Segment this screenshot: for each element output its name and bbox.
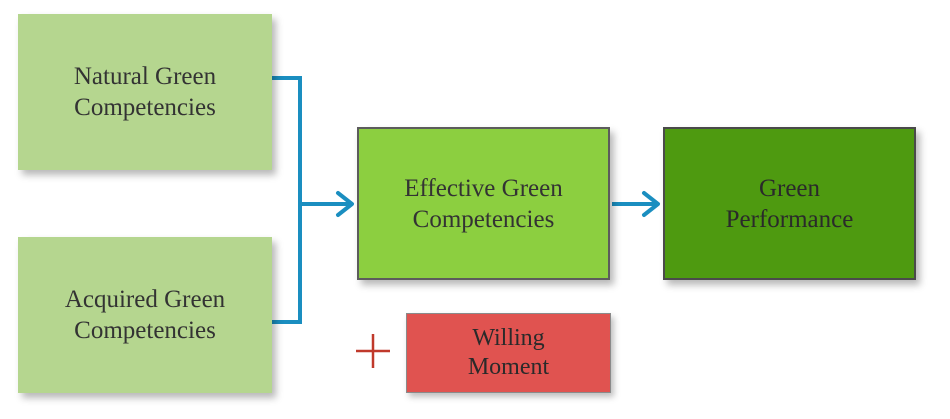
green-performance-box: Green Performance xyxy=(663,127,916,280)
natural-green-competencies-box: Natural Green Competencies xyxy=(18,14,272,170)
willing-moment-box: Willing Moment xyxy=(406,313,611,393)
natural-box-line1: Natural Green xyxy=(73,63,217,90)
effective-green-competencies-box: Effective Green Competencies xyxy=(357,127,610,280)
acquired-box-line1: Acquired Green xyxy=(64,286,226,313)
acquired-box-line2: Competencies xyxy=(74,317,216,344)
bracket-connector xyxy=(272,76,302,324)
plus-icon xyxy=(356,334,390,368)
effective-box-line1: Effective Green xyxy=(404,174,563,202)
performance-box-line1: Green xyxy=(758,174,821,202)
natural-box-line2: Competencies xyxy=(74,94,216,121)
acquired-green-competencies-box: Acquired Green Competencies xyxy=(18,237,272,393)
effective-box-line2: Competencies xyxy=(412,205,555,233)
willing-box-line1: Willing xyxy=(472,325,545,351)
arrow-right-icon xyxy=(642,191,660,217)
arrow-right-icon xyxy=(336,191,354,217)
performance-box-line2: Performance xyxy=(725,205,854,233)
willing-box-line2: Moment xyxy=(467,354,550,380)
